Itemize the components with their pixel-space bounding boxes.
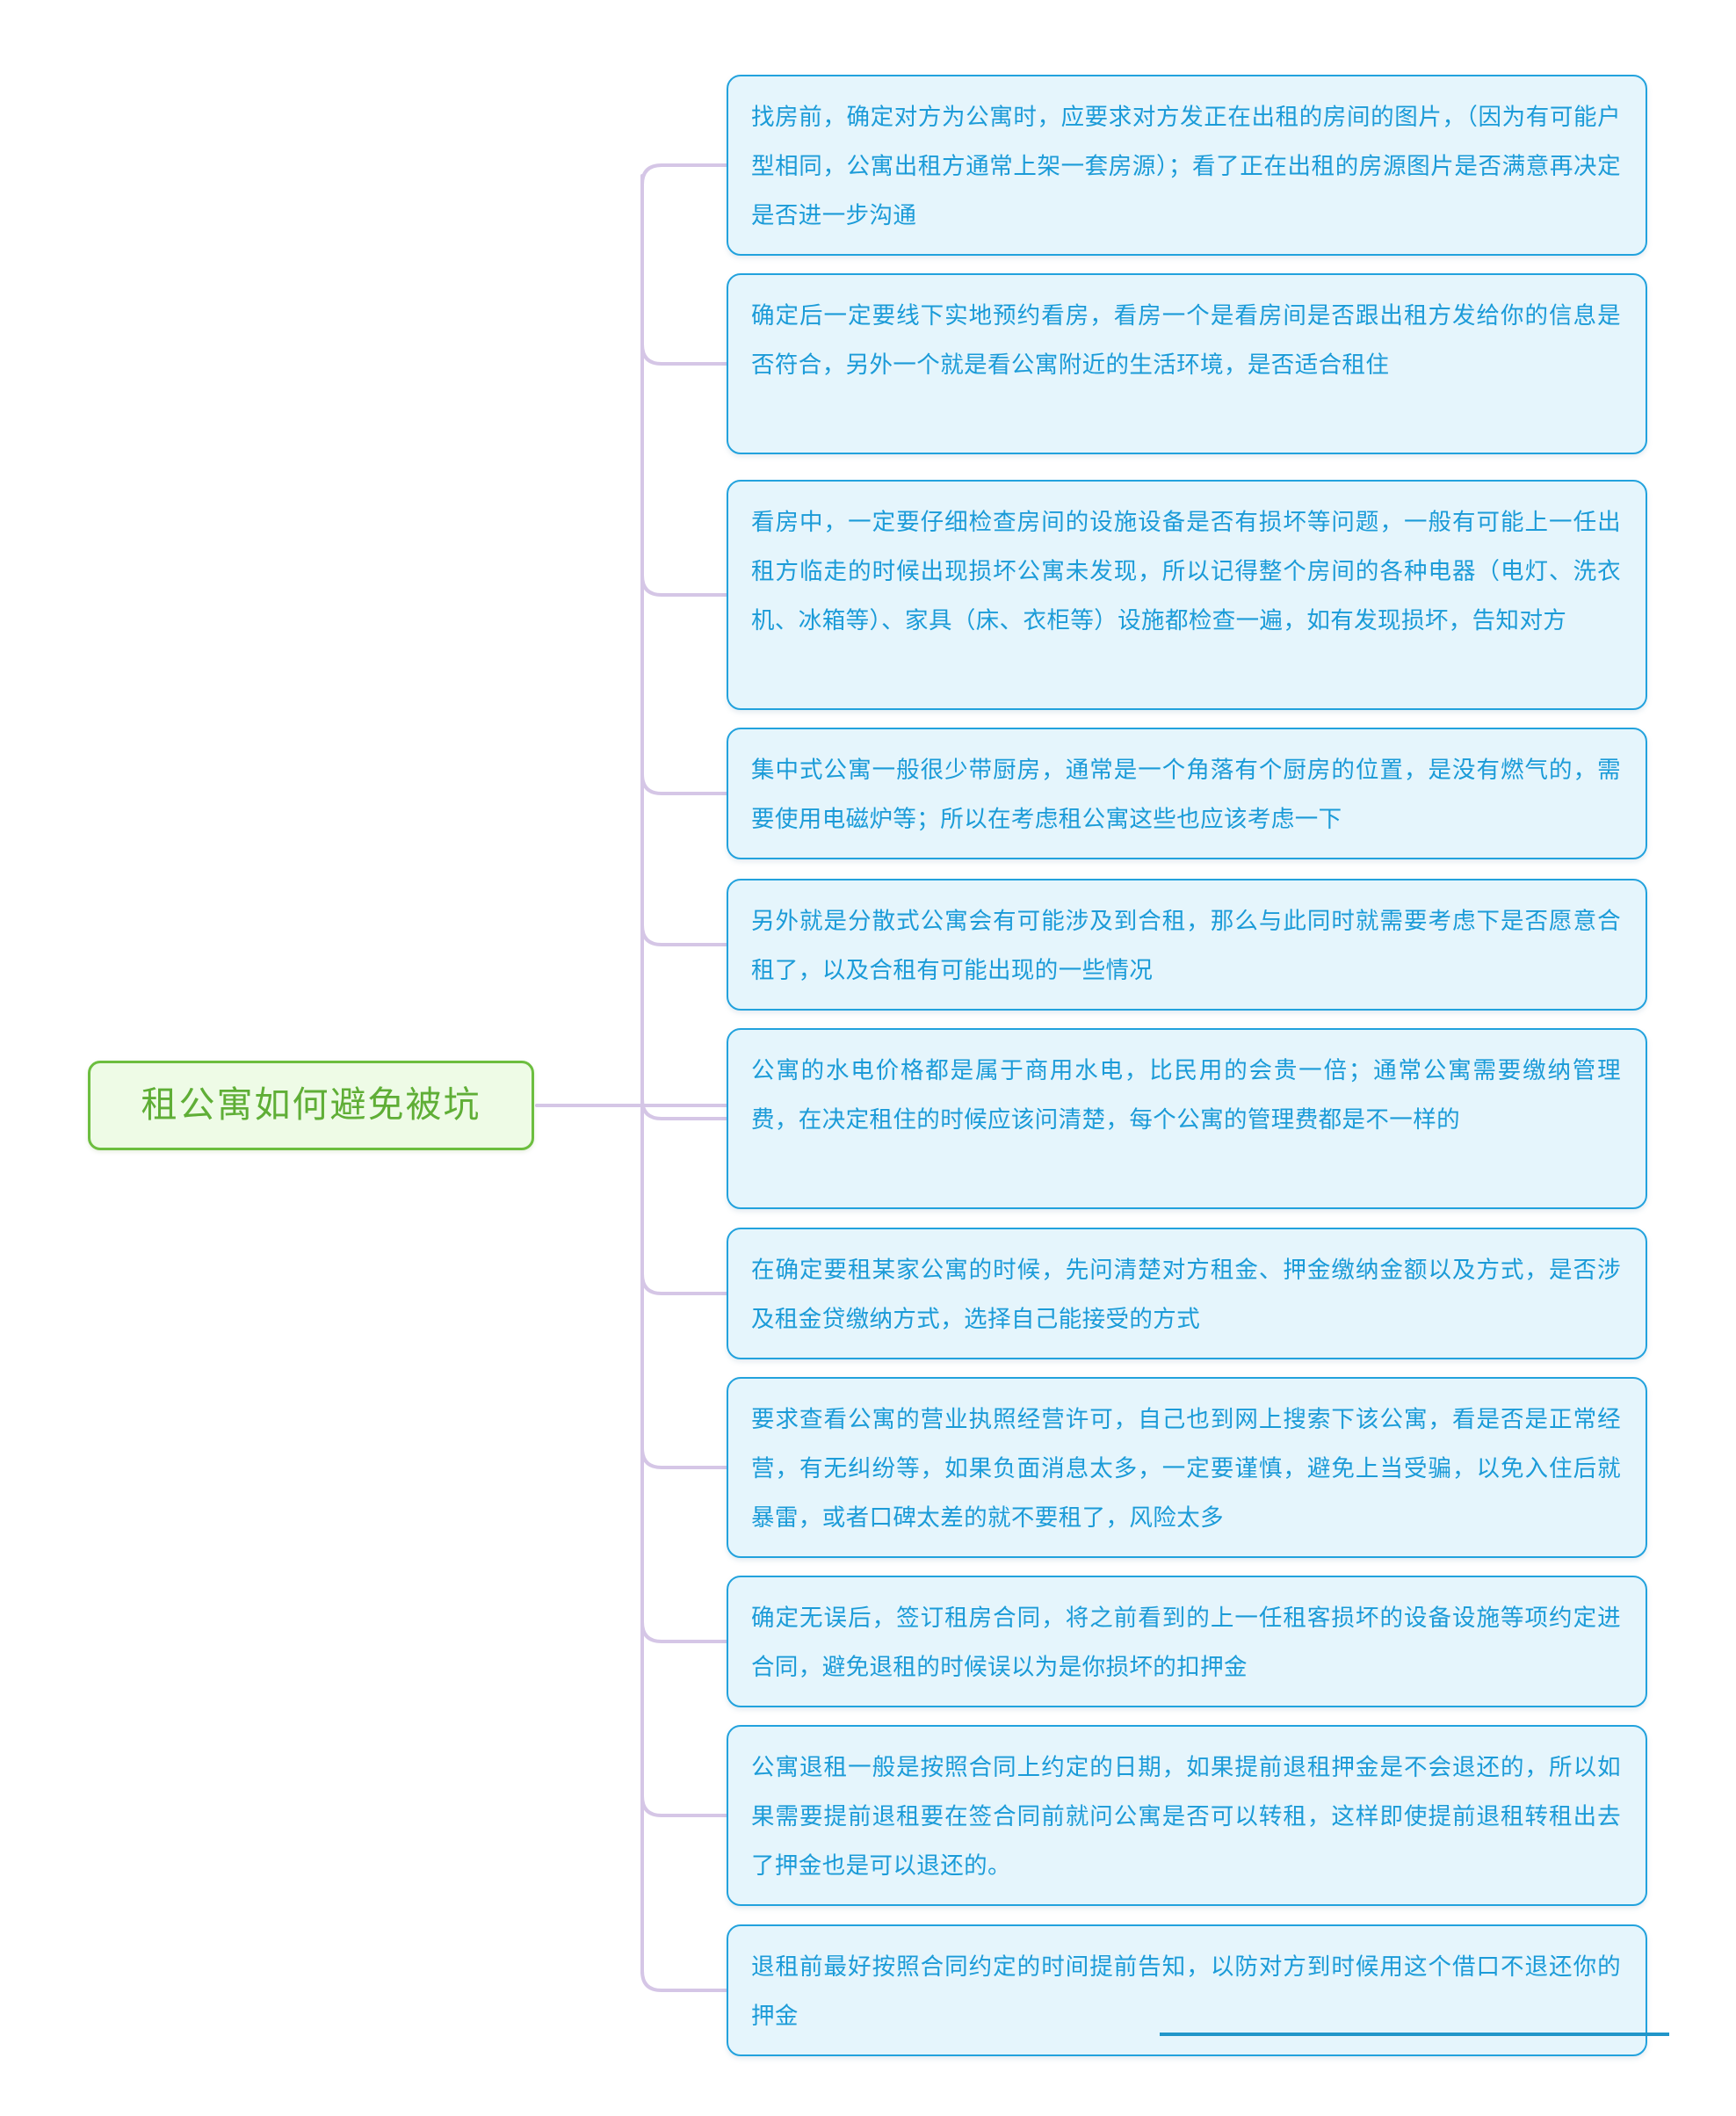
baseline-rule [1160, 2033, 1669, 2036]
branch-node-7-text: 在确定要租某家公寓的时候，先问清楚对方租金、押金缴纳金额以及方式，是否涉及租金贷… [751, 1257, 1621, 1332]
branch-node-9-text: 确定无误后，签订租房合同，将之前看到的上一任租客损坏的设备设施等项约定进合同，避… [751, 1605, 1621, 1680]
branch-node-3-text: 看房中，一定要仔细检查房间的设施设备是否有损坏等问题，一般有可能上一任出租方临走… [751, 509, 1621, 634]
root-node-label: 租公寓如何避免被坑 [141, 1084, 481, 1126]
connector-branch-11 [640, 1969, 728, 1992]
branch-node-10-text: 公寓退租一般是按照合同上约定的日期，如果提前退租押金是不会退还的，所以如果需要提… [751, 1754, 1621, 1879]
connector-branch-5 [640, 924, 728, 946]
branch-node-5-text: 另外就是分散式公寓会有可能涉及到合租，那么与此同时就需要考虑下是否愿意合租了，以… [751, 908, 1621, 983]
branch-node-11[interactable]: 退租前最好按照合同约定的时间提前告知，以防对方到时候用这个借口不退还你的押金 [727, 1924, 1647, 2056]
branch-node-10[interactable]: 公寓退租一般是按照合同上约定的日期，如果提前退租押金是不会退还的，所以如果需要提… [727, 1725, 1647, 1906]
branch-node-9[interactable]: 确定无误后，签订租房合同，将之前看到的上一任租客损坏的设备设施等项约定进合同，避… [727, 1576, 1647, 1707]
branch-node-8-text: 要求查看公寓的营业执照经营许可，自己也到网上搜索下该公寓，看是否是正常经营，有无… [751, 1406, 1621, 1531]
branch-node-4-text: 集中式公寓一般很少带厨房，通常是一个角落有个厨房的位置，是没有燃气的，需要使用电… [751, 757, 1621, 832]
branch-node-2-text: 确定后一定要线下实地预约看房，看房一个是看房间是否跟出租方发给你的信息是否符合，… [751, 302, 1621, 378]
branch-node-4[interactable]: 集中式公寓一般很少带厨房，通常是一个角落有个厨房的位置，是没有燃气的，需要使用电… [727, 728, 1647, 859]
connector-branch-1 [640, 163, 728, 186]
connector-branch-7 [640, 1272, 728, 1295]
branch-node-7[interactable]: 在确定要租某家公寓的时候，先问清楚对方租金、押金缴纳金额以及方式，是否涉及租金贷… [727, 1228, 1647, 1359]
connector-branch-10 [640, 1794, 728, 1817]
branch-node-3[interactable]: 看房中，一定要仔细检查房间的设施设备是否有损坏等问题，一般有可能上一任出租方临走… [727, 480, 1647, 710]
connector-branch-9 [640, 1620, 728, 1643]
connector-branch-4 [640, 772, 728, 795]
branch-node-6[interactable]: 公寓的水电价格都是属于商用水电，比民用的会贵一倍；通常公寓需要缴纳管理费，在决定… [727, 1028, 1647, 1209]
connector-branch-3 [640, 574, 728, 597]
connector-branch-8 [640, 1446, 728, 1469]
branch-node-8[interactable]: 要求查看公寓的营业执照经营许可，自己也到网上搜索下该公寓，看是否是正常经营，有无… [727, 1377, 1647, 1558]
root-node[interactable]: 租公寓如何避免被坑 [88, 1061, 534, 1150]
branch-node-5[interactable]: 另外就是分散式公寓会有可能涉及到合租，那么与此同时就需要考虑下是否愿意合租了，以… [727, 879, 1647, 1011]
branch-node-1-text: 找房前，确定对方为公寓时，应要求对方发正在出租的房间的图片，（因为有可能户型相同… [751, 104, 1621, 228]
connector-branch-2 [640, 343, 728, 366]
connector-branch-6 [640, 1098, 728, 1120]
branch-node-11-text: 退租前最好按照合同约定的时间提前告知，以防对方到时候用这个借口不退还你的押金 [751, 1953, 1621, 2029]
branch-node-6-text: 公寓的水电价格都是属于商用水电，比民用的会贵一倍；通常公寓需要缴纳管理费，在决定… [751, 1057, 1621, 1133]
branch-node-2[interactable]: 确定后一定要线下实地预约看房，看房一个是看房间是否跟出租方发给你的信息是否符合，… [727, 273, 1647, 454]
branch-node-1[interactable]: 找房前，确定对方为公寓时，应要求对方发正在出租的房间的图片，（因为有可能户型相同… [727, 75, 1647, 256]
